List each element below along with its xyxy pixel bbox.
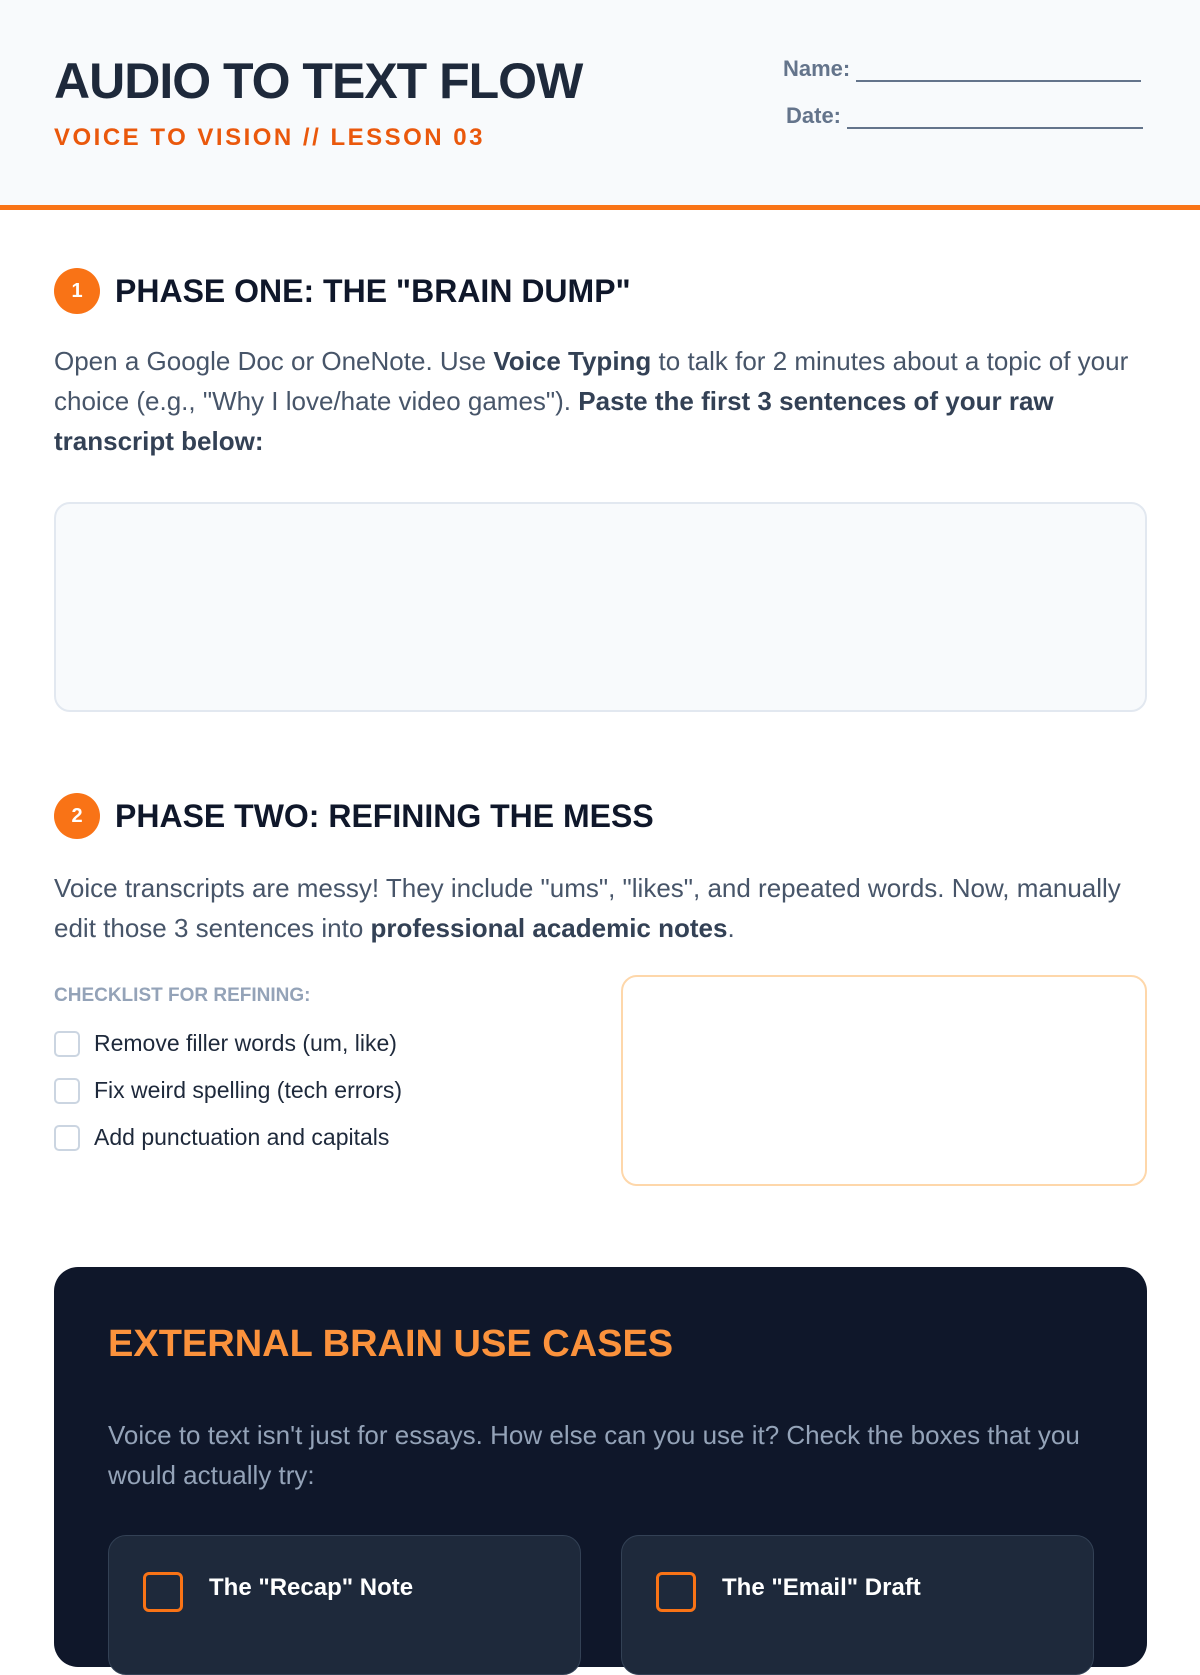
date-label: Date: [786, 103, 842, 128]
phase-one-title: PHASE ONE: THE "BRAIN DUMP" [115, 272, 631, 309]
name-field[interactable]: Name: [783, 56, 1142, 82]
step-badge: 2 [54, 793, 100, 839]
phase-two-instructions: Voice transcripts are messy! They includ… [54, 873, 1121, 943]
phase-one-instructions: Open a Google Doc or OneNote. Use Voice … [54, 346, 1129, 456]
phase-two-title: PHASE TWO: REFINING THE MESS [115, 797, 654, 834]
raw-transcript-box[interactable] [54, 502, 1147, 712]
date-field[interactable]: Date: [786, 103, 1144, 129]
use-case-card[interactable]: The "Email" Draft [621, 1535, 1094, 1675]
checkbox[interactable] [656, 1572, 696, 1612]
checklist-label: CHECKLIST FOR REFINING: [54, 985, 311, 1006]
refined-notes-box[interactable] [621, 975, 1147, 1186]
checkbox[interactable] [54, 1077, 80, 1104]
name-label: Name: [783, 56, 851, 81]
worksheet-header: AUDIO TO TEXT FLOW VOICE TO VISION // LE… [0, 0, 1200, 210]
lesson-subtitle: VOICE TO VISION // LESSON 03 [54, 124, 485, 151]
use-cases-instructions: Voice to text isn't just for essays. How… [108, 1420, 1080, 1490]
checklist-item[interactable]: Remove filler words (um, like) [54, 1030, 397, 1057]
step-badge: 1 [54, 268, 100, 314]
name-line[interactable] [856, 62, 1142, 82]
use-cases-panel: EXTERNAL BRAIN USE CASES Voice to text i… [54, 1267, 1147, 1675]
checkbox[interactable] [54, 1124, 80, 1151]
checklist-item[interactable]: Fix weird spelling (tech errors) [54, 1077, 402, 1104]
phase-one-heading: 1 PHASE ONE: THE "BRAIN DUMP" [54, 268, 631, 314]
phase-two-heading: 2 PHASE TWO: REFINING THE MESS [54, 793, 654, 839]
page-title: AUDIO TO TEXT FLOW [54, 53, 583, 109]
use-case-card[interactable]: The "Recap" Note [108, 1535, 581, 1675]
checkbox[interactable] [143, 1572, 183, 1612]
checklist-item[interactable]: Add punctuation and capitals [54, 1124, 389, 1151]
date-line[interactable] [847, 109, 1144, 129]
use-cases-title: EXTERNAL BRAIN USE CASES [108, 1323, 674, 1365]
checkbox[interactable] [54, 1030, 80, 1057]
